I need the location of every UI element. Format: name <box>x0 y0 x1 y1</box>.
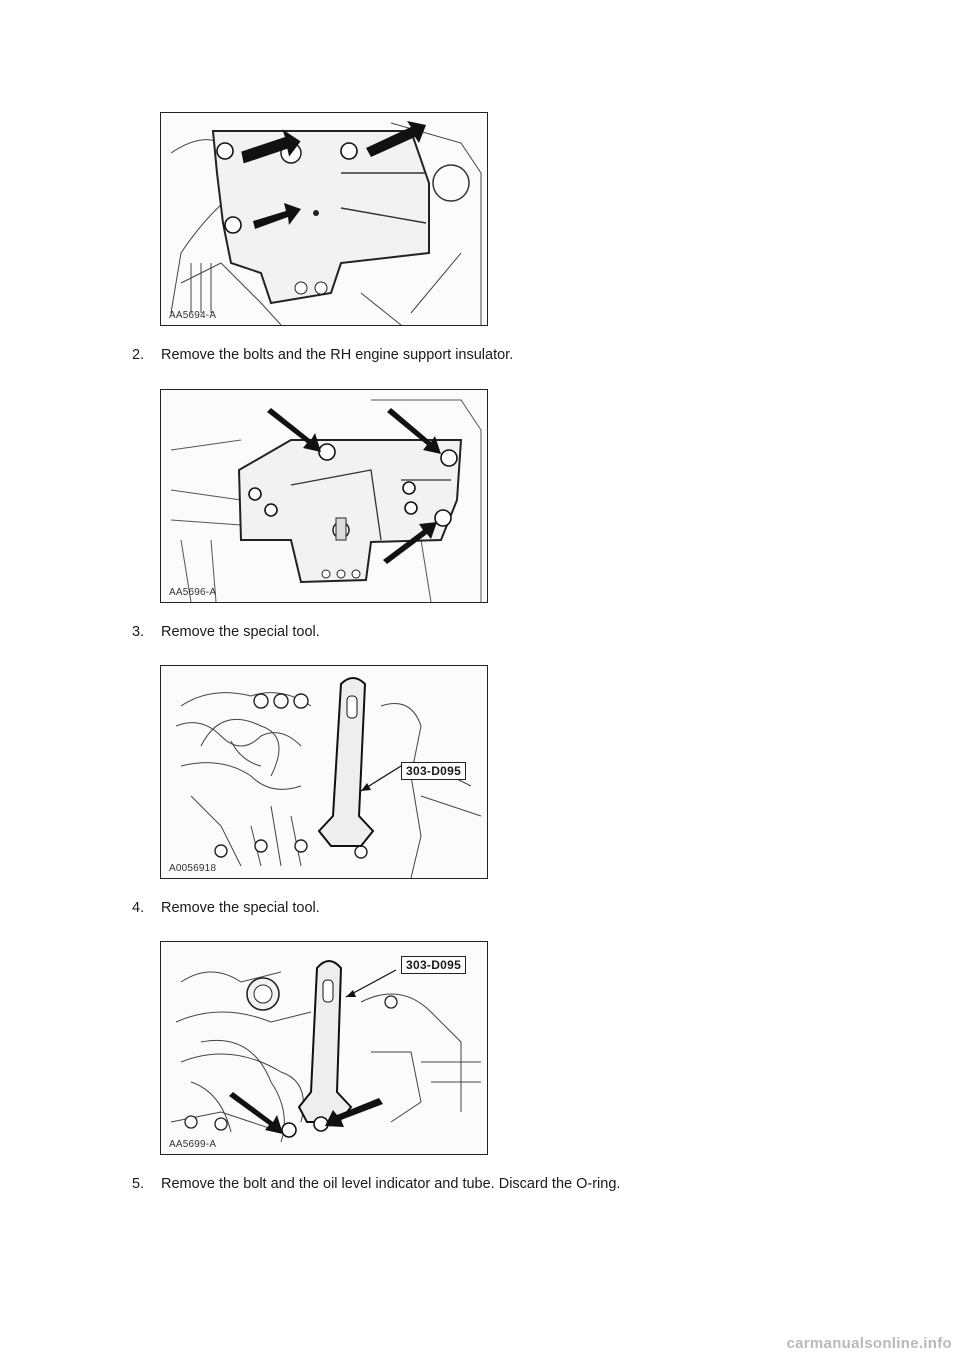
step-text: Remove the bolts and the RH engine suppo… <box>161 347 514 363</box>
figure-code: AA5694-A <box>169 310 217 321</box>
step-number: 3. <box>132 624 145 640</box>
engine-mount-bracket-illustration <box>170 121 482 325</box>
figure-code: A0056918 <box>169 863 217 874</box>
figure-engine-mount-bracket: AA5694-A <box>160 112 488 326</box>
figure-rh-engine-support-insulator: AA5696-A <box>160 389 488 603</box>
step-number: 5. <box>132 1176 145 1192</box>
figure-special-tool-removal: 303-D095 AA5699-A <box>160 941 488 1155</box>
step-2: 2. Remove the bolts and the RH engine sup… <box>132 346 513 364</box>
step-text: Remove the bolt and the oil level indica… <box>161 1176 621 1192</box>
figure-code: AA5699-A <box>169 1139 217 1150</box>
tool-callout: 303-D095 <box>401 762 467 780</box>
watermark: carmanualsonline.info <box>786 1335 952 1352</box>
step-4: 4. Remove the special tool. <box>132 899 320 917</box>
step-5: 5. Remove the bolt and the oil level indi… <box>132 1175 620 1193</box>
step-number: 4. <box>132 900 145 916</box>
step-text: Remove the special tool. <box>161 900 320 916</box>
tool-callout: 303-D095 <box>401 956 467 974</box>
step-text: Remove the special tool. <box>161 624 320 640</box>
special-tool-illustration <box>175 677 482 878</box>
figure-special-tool-install: 303-D095 A0056918 <box>160 665 488 879</box>
special-tool-removal-illustration <box>170 960 481 1143</box>
figure-code: AA5696-A <box>169 587 217 598</box>
step-number: 2. <box>132 347 145 363</box>
step-3: 3. Remove the special tool. <box>132 623 320 641</box>
engine-support-insulator-illustration <box>170 399 482 602</box>
